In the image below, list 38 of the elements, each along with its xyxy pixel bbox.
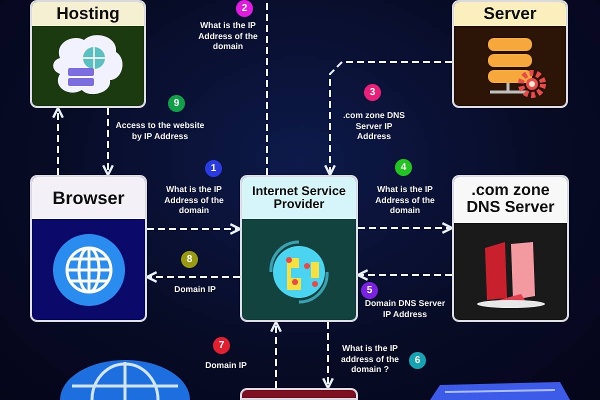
node-card [240,175,358,322]
arrow [146,271,240,283]
node-title: Internet Service Provider [251,184,347,212]
node-card [30,0,146,108]
node-card [452,175,569,322]
arrow [52,106,64,175]
step-number: 4 [395,159,412,176]
edge-label: Access to the website by IP Address [114,120,206,142]
step-number: 7 [213,337,230,354]
step-number: 1 [205,160,222,177]
edge-label: What is the IP Address of the domain [197,20,259,52]
node-card [452,0,568,108]
edge-label: What is the IP Address of the domain [163,184,225,216]
arrow [324,61,452,176]
arrow [322,322,334,390]
step-number: 3 [364,84,381,101]
arrow [356,269,452,281]
edge-label: What is the IP address of the domain ? [340,343,400,375]
arrow [358,222,454,234]
node-title: Browser [52,188,125,208]
node-title: Hosting [56,5,120,23]
edge-label: What is the IP Address of the domain [374,184,436,216]
box-node [240,388,358,400]
arrow [270,320,282,388]
edge-label: Domain IP [204,360,248,371]
edge-label: Domain DNS Server IP Address [364,298,446,320]
step-number: 2 [236,0,253,17]
node-card [30,175,147,322]
edge-label: Domain IP [173,284,217,295]
step-number: 5 [361,282,378,299]
edge-label: .com zone DNS Server IP Address [342,110,406,142]
node-title: .com zone DNS Server [465,183,556,217]
node-title: Server [484,5,536,23]
arrow [147,223,242,235]
step-number: 6 [409,352,426,369]
arrow [102,108,114,176]
step-number: 9 [168,95,185,112]
step-number: 8 [181,251,198,268]
